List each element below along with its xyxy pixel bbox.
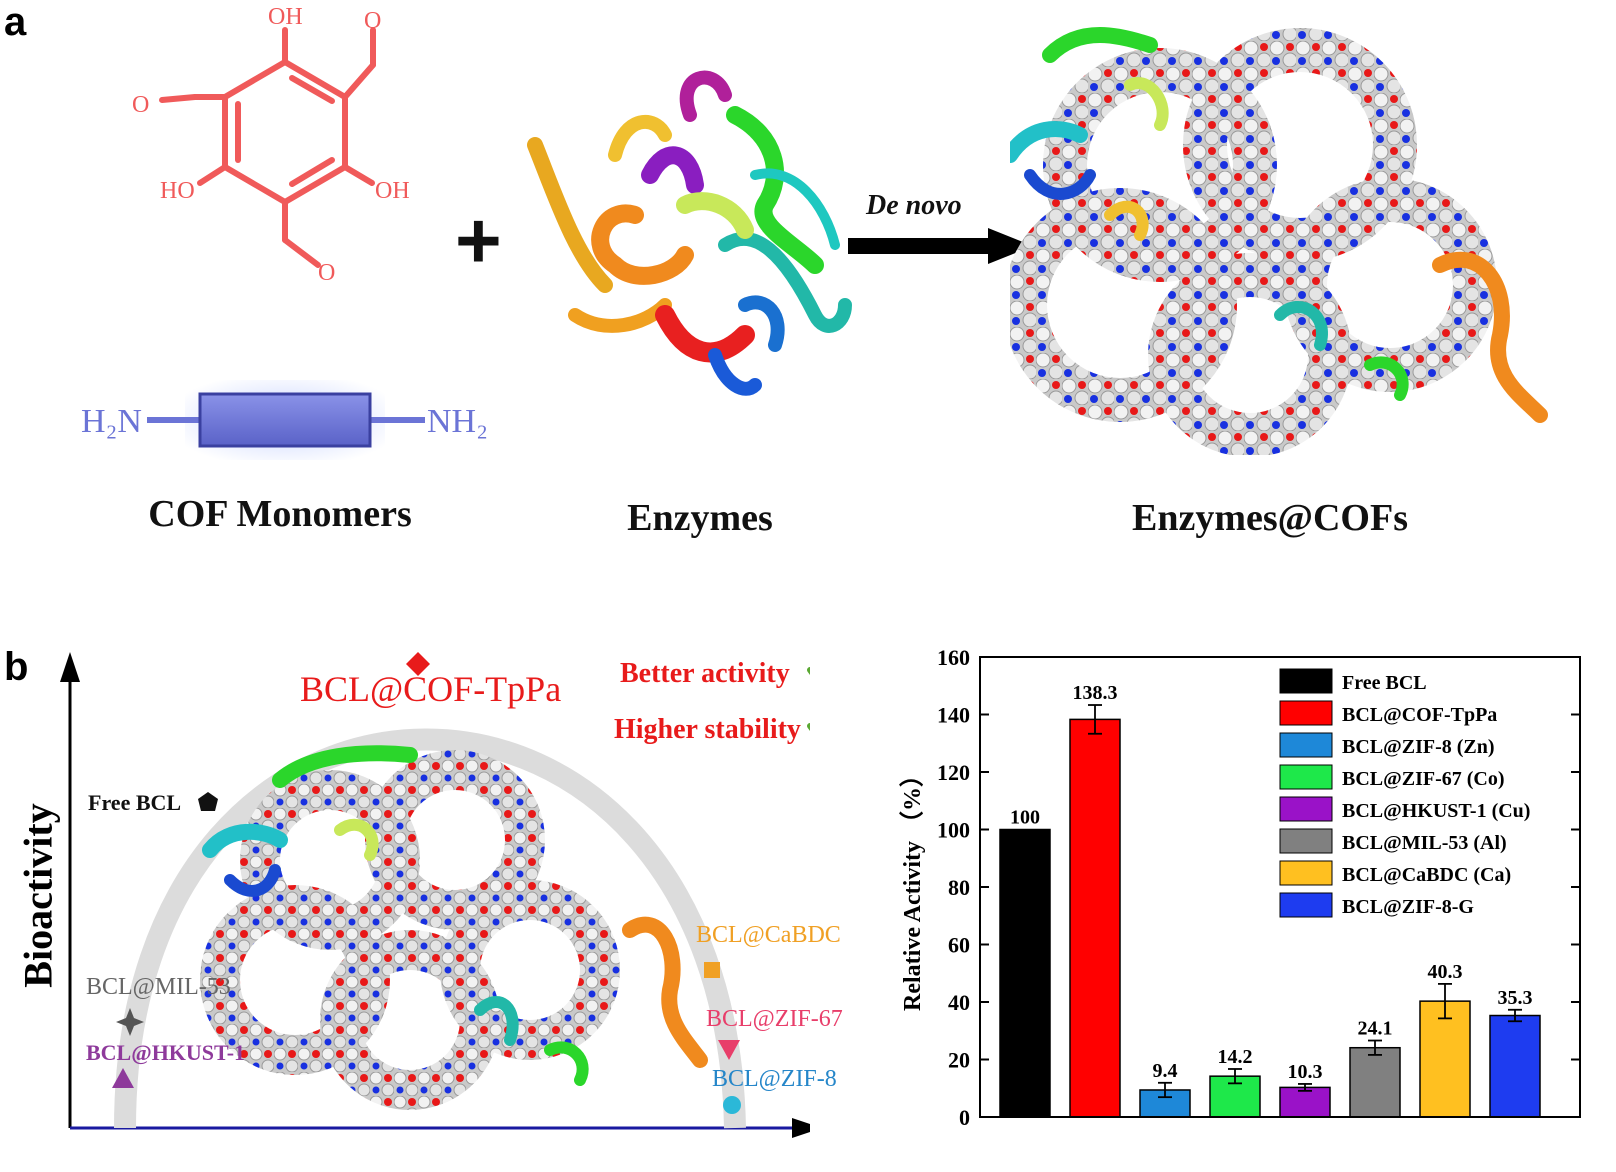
legend-label: Free BCL	[1342, 672, 1427, 694]
cof-monomer-structure: OH O O HO OH O	[132, 4, 410, 286]
bar	[1489, 1014, 1541, 1118]
bar-value-label: 14.2	[1218, 1046, 1253, 1068]
oxygen-label: O	[318, 260, 335, 286]
label-zif-8: BCL@ZIF-8	[712, 1066, 837, 1092]
bar	[1279, 1086, 1331, 1118]
legend-swatch	[1279, 892, 1333, 918]
panel-b-letter: b	[4, 645, 29, 689]
bar	[1419, 1000, 1471, 1118]
oh-right-label: OH	[375, 178, 410, 204]
claim-better-activity: Better activity	[620, 658, 790, 689]
legend-label: BCL@COF-TpPa	[1342, 704, 1497, 726]
de-novo-arrow	[848, 228, 1033, 264]
y-tick-label: 120	[937, 760, 970, 785]
legend-swatch	[1279, 700, 1333, 726]
legend-label: BCL@ZIF-8-G	[1342, 896, 1474, 918]
caption-enzymes: Enzymes	[627, 497, 773, 539]
oxygen-label: O	[364, 8, 381, 34]
amine-left-label: H₂N	[81, 403, 142, 440]
relative-activity-bar-chart: 100 138.3 9.4 14.2 10.3 24.1 40.3 35.3 0 20 40 60 8…	[899, 645, 1581, 1130]
legend-swatch	[1279, 860, 1333, 886]
legend-swatch	[1279, 828, 1333, 854]
enzymes-cof-composite-image	[1010, 27, 1548, 455]
claim-higher-stability: Higher stability	[614, 714, 801, 745]
enzyme-structure-image	[527, 70, 852, 396]
bar	[999, 828, 1051, 1118]
marker-mil-53	[116, 1008, 144, 1036]
plus-sign: +	[455, 196, 502, 285]
legend-swatch	[1279, 732, 1333, 758]
label-hkust-1: BCL@HKUST-1	[86, 1040, 246, 1065]
bar-value-label: 24.1	[1358, 1018, 1393, 1040]
oh-top-label: OH	[268, 4, 303, 30]
bar-value-label: 10.3	[1288, 1061, 1323, 1083]
panel-a-letter: a	[4, 0, 27, 44]
diamine-linker: H₂N NH₂	[81, 380, 488, 460]
label-zif-67: BCL@ZIF-67	[706, 1006, 843, 1032]
bar-value-label: 9.4	[1153, 1060, 1178, 1082]
legend-swatch	[1279, 764, 1333, 790]
oh-left-label: HO	[160, 178, 195, 204]
legend-swatch	[1279, 796, 1333, 822]
y-tick-label: 160	[937, 645, 970, 670]
legend-label: BCL@HKUST-1 (Cu)	[1342, 800, 1530, 822]
bar	[1349, 1046, 1401, 1118]
y-tick-label: 0	[959, 1105, 970, 1130]
amine-right-label: NH₂	[427, 403, 488, 440]
label-free-bcl: Free BCL	[88, 790, 182, 815]
bar	[1069, 718, 1121, 1118]
bar-value-label: 35.3	[1498, 987, 1533, 1009]
bar-value-label: 40.3	[1428, 961, 1463, 983]
legend-label: BCL@MIL-53 (Al)	[1342, 832, 1507, 854]
legend-label: BCL@ZIF-8 (Zn)	[1342, 736, 1495, 758]
cof-tppa-top-label: BCL@COF-TpPa	[300, 669, 562, 709]
legend-swatch	[1279, 668, 1333, 694]
y-tick-label: 100	[937, 818, 970, 843]
y-tick-label: 140	[937, 703, 970, 728]
y-tick-label: 80	[948, 875, 970, 900]
bar-value-label: 100	[1010, 807, 1040, 829]
label-mil-53: BCL@MIL-53	[86, 974, 231, 1000]
label-cabdc: BCL@CaBDC	[696, 922, 841, 948]
y-tick-label: 40	[948, 990, 970, 1015]
y-tick-label: 20	[948, 1048, 970, 1073]
y-tick-label: 60	[948, 933, 970, 958]
marker-cof-tppa	[406, 652, 430, 676]
oxygen-label: O	[132, 92, 149, 118]
legend-label: BCL@CaBDC (Ca)	[1342, 864, 1511, 886]
de-novo-label: De novo	[866, 190, 962, 221]
caption-cof-monomers: COF Monomers	[148, 493, 412, 535]
legend-label: BCL@ZIF-67 (Co)	[1342, 768, 1505, 790]
marker-hkust-1	[112, 1068, 134, 1088]
marker-zif-67	[718, 1040, 740, 1060]
marker-zif-8	[723, 1096, 741, 1114]
chart-y-axis-label: Relative Activity （%）	[899, 763, 926, 1011]
bioactivity-axis-label: Bioactivity	[15, 803, 61, 988]
caption-enzymes-cofs: Enzymes@COFs	[1131, 497, 1408, 539]
marker-cabdc	[704, 962, 720, 978]
marker-free-bcl	[198, 792, 218, 811]
bar-value-label: 138.3	[1073, 682, 1118, 704]
bioactivity-schematic	[60, 652, 810, 1138]
